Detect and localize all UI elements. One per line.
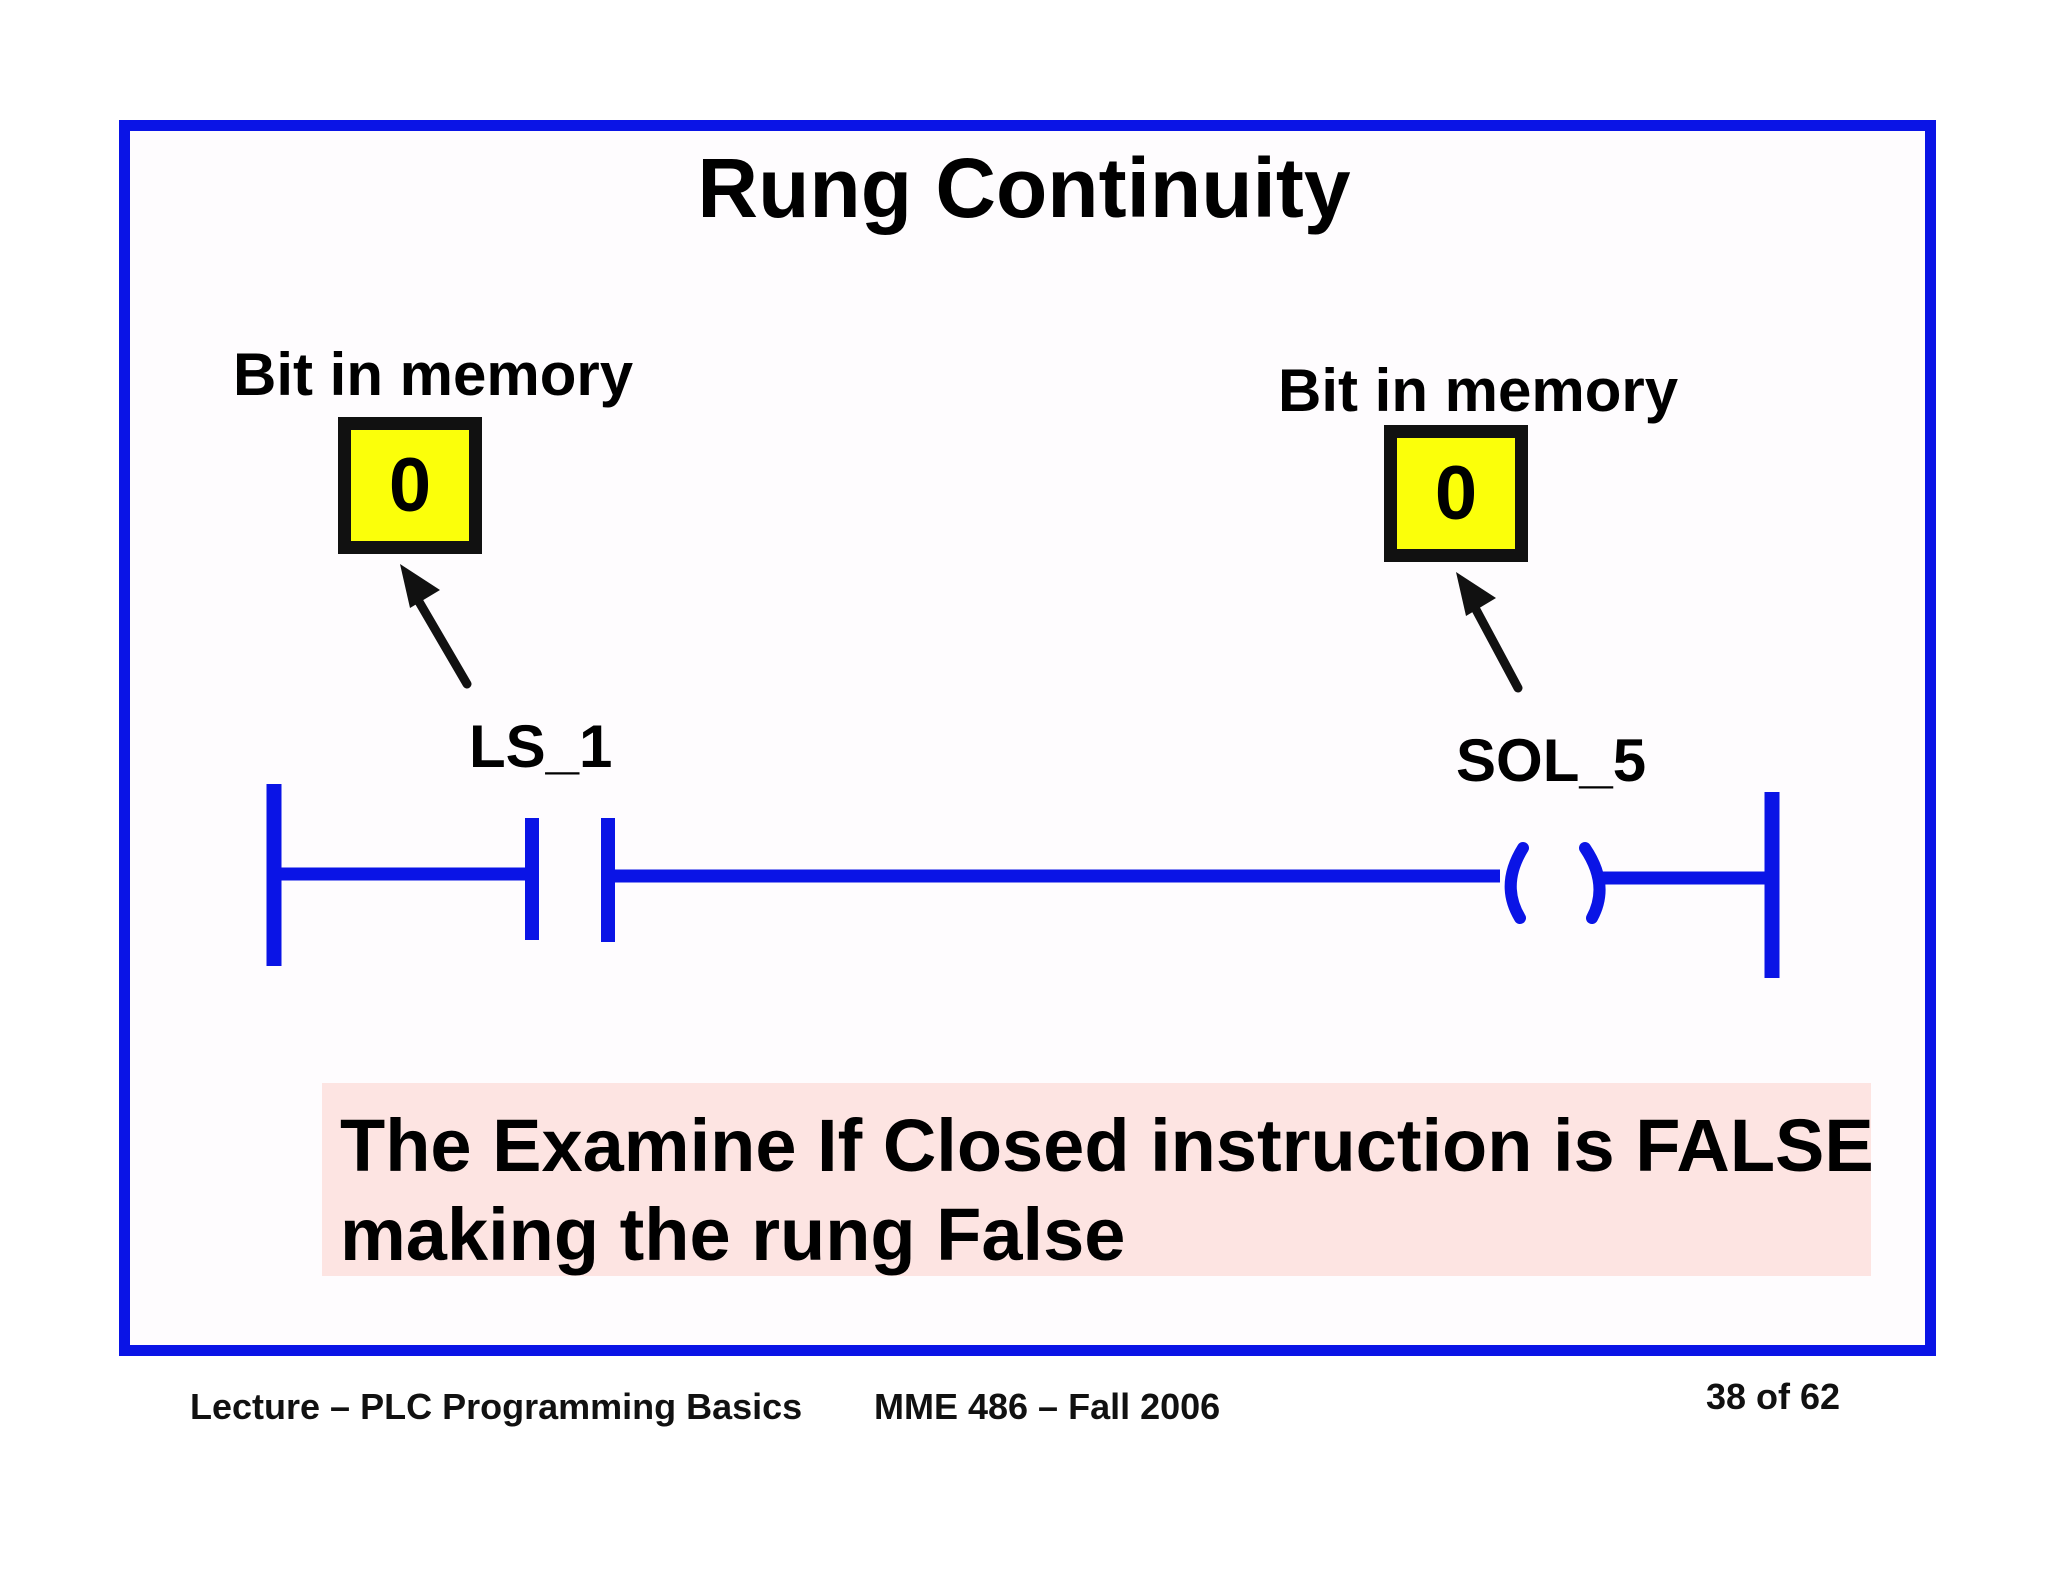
callout-line-2: making the rung False — [340, 1193, 1126, 1276]
coil-tag-label: SOL_5 — [1456, 727, 1647, 794]
output-coil — [1504, 842, 1606, 924]
left-bit-memory-box: 0 — [338, 417, 482, 554]
right-bit-memory-box: 0 — [1384, 425, 1528, 562]
footer-course: MME 486 – Fall 2006 — [874, 1386, 1221, 1427]
footer-page-number: 38 of 62 — [1706, 1376, 1841, 1417]
right-pointer-arrow — [1456, 572, 1523, 693]
footer-lecture: Lecture – PLC Programming Basics — [190, 1386, 803, 1427]
contact-tag-label: LS_1 — [469, 713, 613, 780]
explanation-callout: The Examine If Closed instruction is FAL… — [322, 1083, 1874, 1276]
left-bit-memory-label: Bit in memory — [233, 341, 634, 408]
slide-title: Rung Continuity — [697, 141, 1351, 235]
left-pointer-arrow — [400, 564, 472, 689]
right-bit-memory-label: Bit in memory — [1278, 357, 1679, 424]
examine-if-closed-contact — [525, 818, 615, 942]
callout-line-1: The Examine If Closed instruction is FAL… — [340, 1104, 1874, 1187]
